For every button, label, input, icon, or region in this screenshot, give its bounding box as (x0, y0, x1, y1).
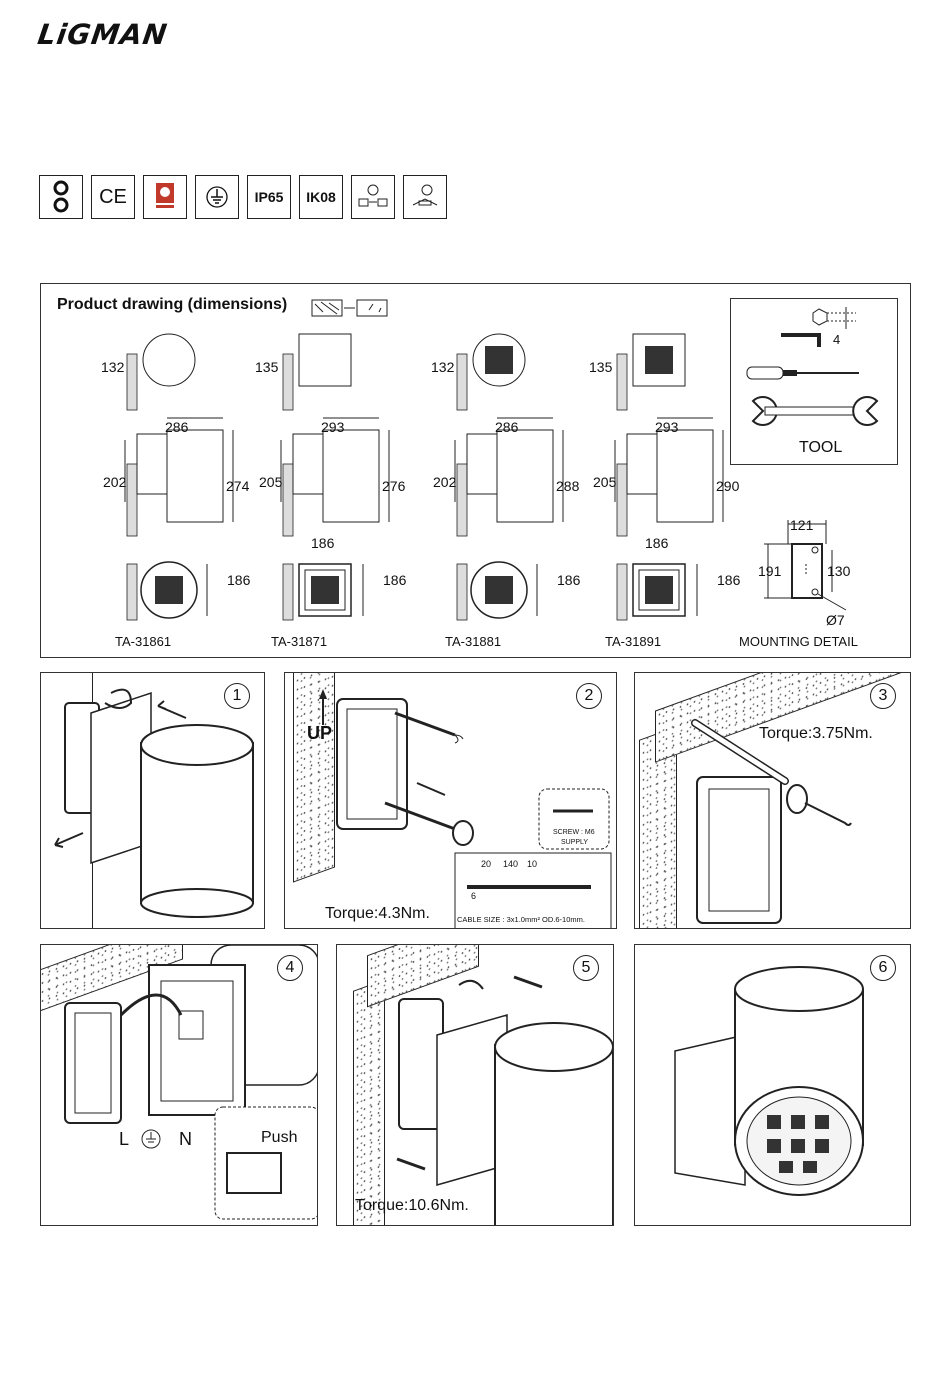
product-1-height: 274 (226, 478, 250, 494)
live-label: L (119, 1129, 130, 1149)
ce-mark-icon: CE (91, 175, 135, 219)
step-4-number: 4 (277, 955, 303, 981)
tool-dim-label: 4 (833, 332, 841, 347)
earth-ground-icon (195, 175, 239, 219)
product-3-top-dim: 132 (431, 359, 455, 375)
step-3-torque: Torque:3.75Nm. (759, 725, 873, 742)
strip-c: 10 (527, 859, 538, 869)
step-5-torque: Torque:10.6Nm. (355, 1197, 469, 1214)
strip-d: 6 (471, 891, 477, 901)
supply-label: SUPPLY (561, 839, 589, 846)
step-3-number: 3 (870, 683, 896, 709)
mounting-bracket-drawing (764, 520, 847, 611)
step-1-illustration (54, 688, 254, 918)
product-2-front: 186 (383, 572, 407, 588)
product-4-wall: 205 (593, 474, 617, 490)
earth-symbol-icon (141, 1129, 161, 1149)
product-4-top-dim: 135 (589, 359, 613, 375)
step-1-panel: 1 (40, 672, 265, 929)
mount-width: 121 (790, 517, 814, 533)
strip-b: 140 (503, 859, 519, 869)
product-1-wall: 202 (103, 474, 127, 490)
cable-size-label: CABLE SIZE : 3x1.0mm² OD.6-10mm. (457, 915, 585, 924)
step-4-illustration (64, 945, 317, 1220)
step-2-illustration (319, 689, 612, 928)
product-drawing-4 (614, 333, 724, 621)
strip-a: 20 (481, 859, 492, 869)
product-1-model: TA-31861 (115, 634, 172, 649)
product-2-height: 276 (382, 478, 406, 494)
product-1-front: 186 (227, 572, 251, 588)
certification-row: CE IP65 IK08 (39, 175, 447, 219)
step-1-number: 1 (224, 683, 250, 709)
product-1-width: 286 (165, 419, 189, 435)
step-4-panel: L N Push 4 (40, 944, 318, 1226)
product-drawing-2 (280, 333, 390, 621)
driver-info-icon (351, 175, 395, 219)
step-6-number: 6 (870, 955, 896, 981)
step-5-panel: Torque:10.6Nm. 5 (336, 944, 614, 1226)
product-4-height: 290 (716, 478, 740, 494)
mount-inner: 130 (827, 563, 851, 579)
wall-mount-icon (311, 299, 388, 317)
quality-mark-icon (143, 175, 187, 219)
product-drawing-panel: Product drawing (dimensions) 132 286 202 27… (40, 283, 911, 658)
product-4-model: TA-31891 (605, 634, 662, 649)
product-2-model: TA-31871 (271, 634, 328, 649)
product-3-wall: 202 (433, 474, 457, 490)
step-6-panel: 6 (634, 944, 911, 1226)
product-4-front: 186 (717, 572, 741, 588)
step-5-illustration (396, 975, 613, 1225)
step-5-number: 5 (573, 955, 599, 981)
dimmable-icon (403, 175, 447, 219)
product-2-top-dim: 135 (255, 359, 279, 375)
step-3-illustration (691, 719, 852, 924)
class-ii-icon (39, 175, 83, 219)
product-2-front-w: 186 (311, 535, 335, 551)
step-2-number: 2 (576, 683, 602, 709)
product-drawing-1 (124, 333, 234, 621)
step-6-installed-luminaire (674, 966, 864, 1196)
product-4-width: 293 (655, 419, 679, 435)
ligman-logo: LiGMAN (35, 18, 170, 51)
product-1-top-dim: 132 (101, 359, 125, 375)
product-4-front-w: 186 (645, 535, 669, 551)
product-3-model: TA-31881 (445, 634, 502, 649)
mount-height: 191 (758, 563, 782, 579)
step-2-panel: UP Torque:4.3Nm. SCREW : M6 SUPPLY 20 14… (284, 672, 617, 929)
push-label: Push (261, 1129, 298, 1146)
tool-label: TOOL (799, 439, 843, 456)
tool-box: 4 TOOL (730, 298, 898, 465)
product-2-wall: 205 (259, 474, 283, 490)
step-2-torque: Torque:4.3Nm. (325, 905, 430, 922)
product-2-width: 293 (321, 419, 345, 435)
product-drawing-3 (454, 333, 564, 621)
ik-rating-icon: IK08 (299, 175, 343, 219)
screw-label: SCREW : M6 (553, 829, 595, 836)
product-3-front: 186 (557, 572, 581, 588)
up-label: UP (307, 723, 333, 743)
drawing-title: Product drawing (dimensions) (57, 296, 288, 313)
neutral-label: N (179, 1129, 192, 1149)
product-3-height: 288 (556, 478, 580, 494)
tools-illustration (746, 307, 879, 426)
mount-hole: Ø7 (826, 612, 845, 628)
ip-rating-icon: IP65 (247, 175, 291, 219)
product-3-width: 286 (495, 419, 519, 435)
mounting-detail-label: MOUNTING DETAIL (739, 634, 858, 649)
step-3-panel: Torque:3.75Nm. 3 (634, 672, 911, 929)
